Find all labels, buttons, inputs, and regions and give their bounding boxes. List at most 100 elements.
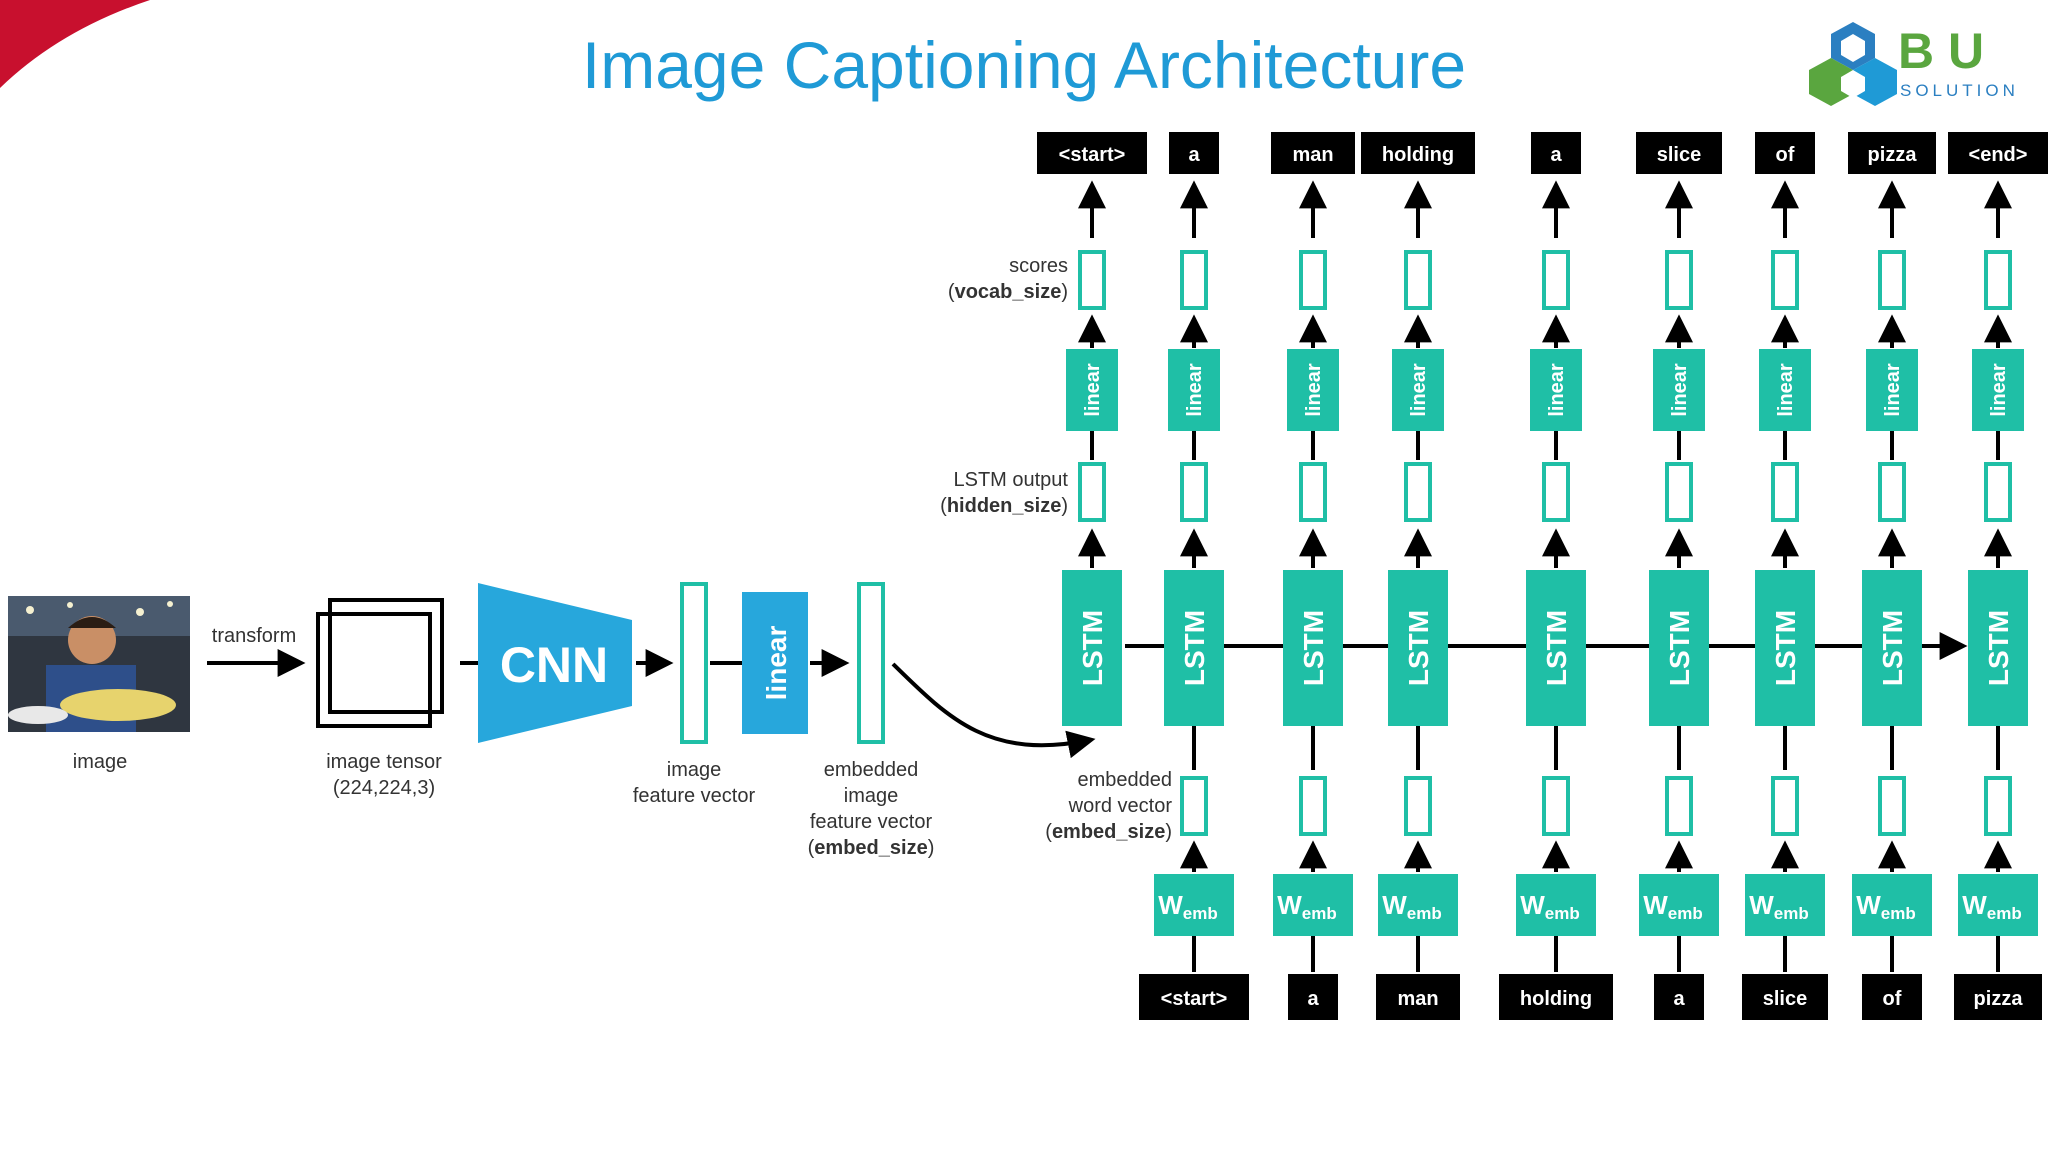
company-logo: B U SOLUTION [1809,22,2019,106]
scores-vector [1771,250,1799,310]
lstm-output-vector [1180,462,1208,522]
embedded-label: embedded [824,759,919,781]
cnn-block [478,583,632,743]
word-embedding-vector [1542,776,1570,836]
input-token-box [1288,974,1338,1020]
scores-label: scores [1009,255,1068,277]
logo-text: B U [1898,23,1984,79]
input-token-box [1654,974,1704,1020]
lstm-cell-label: LSTM [1983,610,2014,686]
lstm-cell-label: LSTM [1077,610,1108,686]
lstm-cell [1164,570,1224,726]
wemb-label: Wemb [1643,890,1703,923]
image-label: image [73,751,127,773]
word-embedding-vector [1180,776,1208,836]
scores-vector [1078,250,1106,310]
lstm-cell [1755,570,1815,726]
output-token-text: <start> [1059,144,1126,166]
word-embedding-vector [1984,776,2012,836]
output-linear-block [1168,349,1220,431]
input-token-text: holding [1520,988,1592,1010]
output-token-text: a [1188,144,1200,166]
output-token-box [1636,132,1722,174]
lstm-cell [1062,570,1122,726]
lstm-output-vector [1665,462,1693,522]
feature-vector-label: feature vector [633,785,756,807]
input-token-box [1139,974,1249,1020]
output-token-text: pizza [1868,144,1918,166]
wemb-block [1745,874,1825,936]
lstm-output-vector [1299,462,1327,522]
lstm-cell [1968,570,2028,726]
logo-cube-icon [1809,22,1897,106]
embedded-image-vector [857,582,885,744]
wemb-label: Wemb [1749,890,1809,923]
scores-vector [1878,250,1906,310]
output-linear-block [1759,349,1811,431]
input-token-box [1376,974,1460,1020]
output-token-text: <end> [1969,144,2028,166]
embedded-word-label: embedded [1077,769,1172,791]
vocab-size-label: (vocab_size) [948,281,1068,303]
logo-tagline: SOLUTION [1900,81,2019,100]
scores-vector [1665,250,1693,310]
word-embedding-vector [1771,776,1799,836]
lstm-output-vector [1078,462,1106,522]
output-token-box [1169,132,1219,174]
word-embedding-vector [1299,776,1327,836]
lstm-output-label: LSTM output [953,469,1068,491]
word-embedding-vector [1878,776,1906,836]
wemb-block [1958,874,2038,936]
output-linear-block [1066,349,1118,431]
lstm-cell-label: LSTM [1541,610,1572,686]
embedded-size-label: (embed_size) [808,837,935,859]
embedded-image-label: image [844,785,898,807]
wemb-label: Wemb [1856,890,1916,923]
lstm-cell-label: LSTM [1877,610,1908,686]
embedded-feature-label: feature vector [810,811,933,833]
wemb-label: Wemb [1277,890,1337,923]
scores-vector [1542,250,1570,310]
input-image [8,596,190,732]
output-linear-block [1530,349,1582,431]
output-token-text: slice [1657,144,1701,166]
hidden-size-label: (hidden_size) [940,495,1068,517]
lstm-cell [1388,570,1448,726]
scores-vector [1180,250,1208,310]
page-title: Image Captioning Architecture [582,28,1466,102]
output-linear-label: linear [1882,363,1904,417]
input-token-box [1742,974,1828,1020]
lstm-cell [1526,570,1586,726]
output-token-text: of [1776,144,1795,166]
input-token-text: <start> [1161,988,1228,1010]
tensor-shape-label: (224,224,3) [333,777,435,799]
output-token-text: man [1292,144,1333,166]
scores-vector [1984,250,2012,310]
corner-decoration [0,0,150,88]
output-linear-label: linear [1546,363,1568,417]
lstm-cell [1283,570,1343,726]
input-token-text: slice [1763,988,1807,1010]
word-embedding-vector [1665,776,1693,836]
output-linear-label: linear [1408,363,1430,417]
lstm-output-vector [1878,462,1906,522]
scores-vector [1299,250,1327,310]
wemb-label: Wemb [1520,890,1580,923]
output-linear-block [1866,349,1918,431]
image-tensor [316,598,444,728]
input-token-text: a [1307,988,1319,1010]
image-linear-label: linear [761,626,792,701]
word-embed-size-label: (embed_size) [1045,821,1172,843]
tensor-label: image tensor [326,751,442,773]
output-linear-block [1972,349,2024,431]
output-token-box [1948,132,2048,174]
input-token-box [1862,974,1922,1020]
transform-label: transform [212,625,296,647]
feature-label: image [667,759,721,781]
lstm-cell-label: LSTM [1403,610,1434,686]
wemb-block [1639,874,1719,936]
input-token-text: man [1397,988,1438,1010]
wemb-block [1852,874,1932,936]
wemb-block [1154,874,1234,936]
